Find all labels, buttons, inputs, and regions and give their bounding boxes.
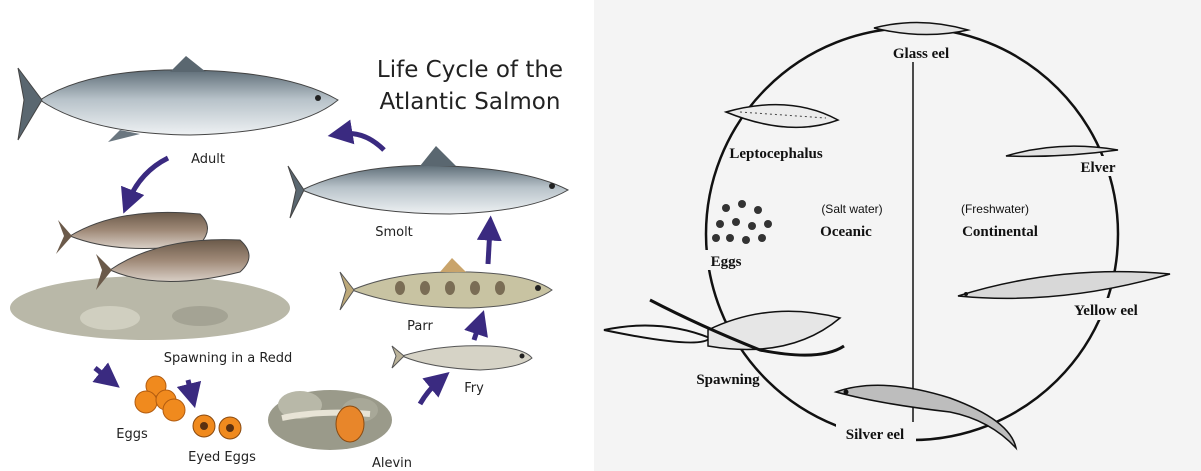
eel-stage-elver: Elver — [1081, 160, 1116, 176]
eel-stage-silver-eel: Silver eel — [846, 427, 904, 443]
stage-label-smolt: Smolt — [375, 225, 413, 240]
eel-stage-leptocephalus: Leptocephalus — [729, 146, 823, 162]
stage-label-eyed-eggs: Eyed Eggs — [188, 450, 256, 465]
stage-label-parr: Parr — [407, 319, 433, 334]
salmon-title-line1: Life Cycle of the — [377, 57, 563, 83]
stage-label-eggs: Eggs — [116, 427, 148, 442]
eel-stage-glass-eel: Glass eel — [893, 46, 949, 62]
stage-label-adult: Adult — [191, 152, 225, 167]
alevin-illustration — [268, 390, 392, 450]
zone-name-oceanic: Oceanic — [820, 224, 872, 240]
eel-stage-eggs: Eggs — [711, 254, 742, 270]
salmon-diagram: Life Cycle of the Atlantic Salmon Adult … — [0, 0, 590, 471]
eel-diagram: Glass eel Leptocephalus Eggs (Salt water… — [594, 0, 1201, 471]
stage-label-spawning-redd: Spawning in a Redd — [164, 351, 293, 366]
arrow-parr-to-smolt — [488, 228, 490, 264]
stage-label-alevin: Alevin — [372, 456, 412, 471]
salmon-title-line2: Atlantic Salmon — [380, 89, 561, 115]
zone-note-freshwater: (Freshwater) — [961, 202, 1029, 216]
zone-note-salt-water: (Salt water) — [821, 202, 882, 216]
eel-stage-spawning: Spawning — [696, 372, 760, 388]
zone-name-continental: Continental — [962, 224, 1038, 240]
stage-label-fry: Fry — [464, 381, 484, 396]
eel-stage-yellow-eel: Yellow eel — [1074, 303, 1138, 319]
